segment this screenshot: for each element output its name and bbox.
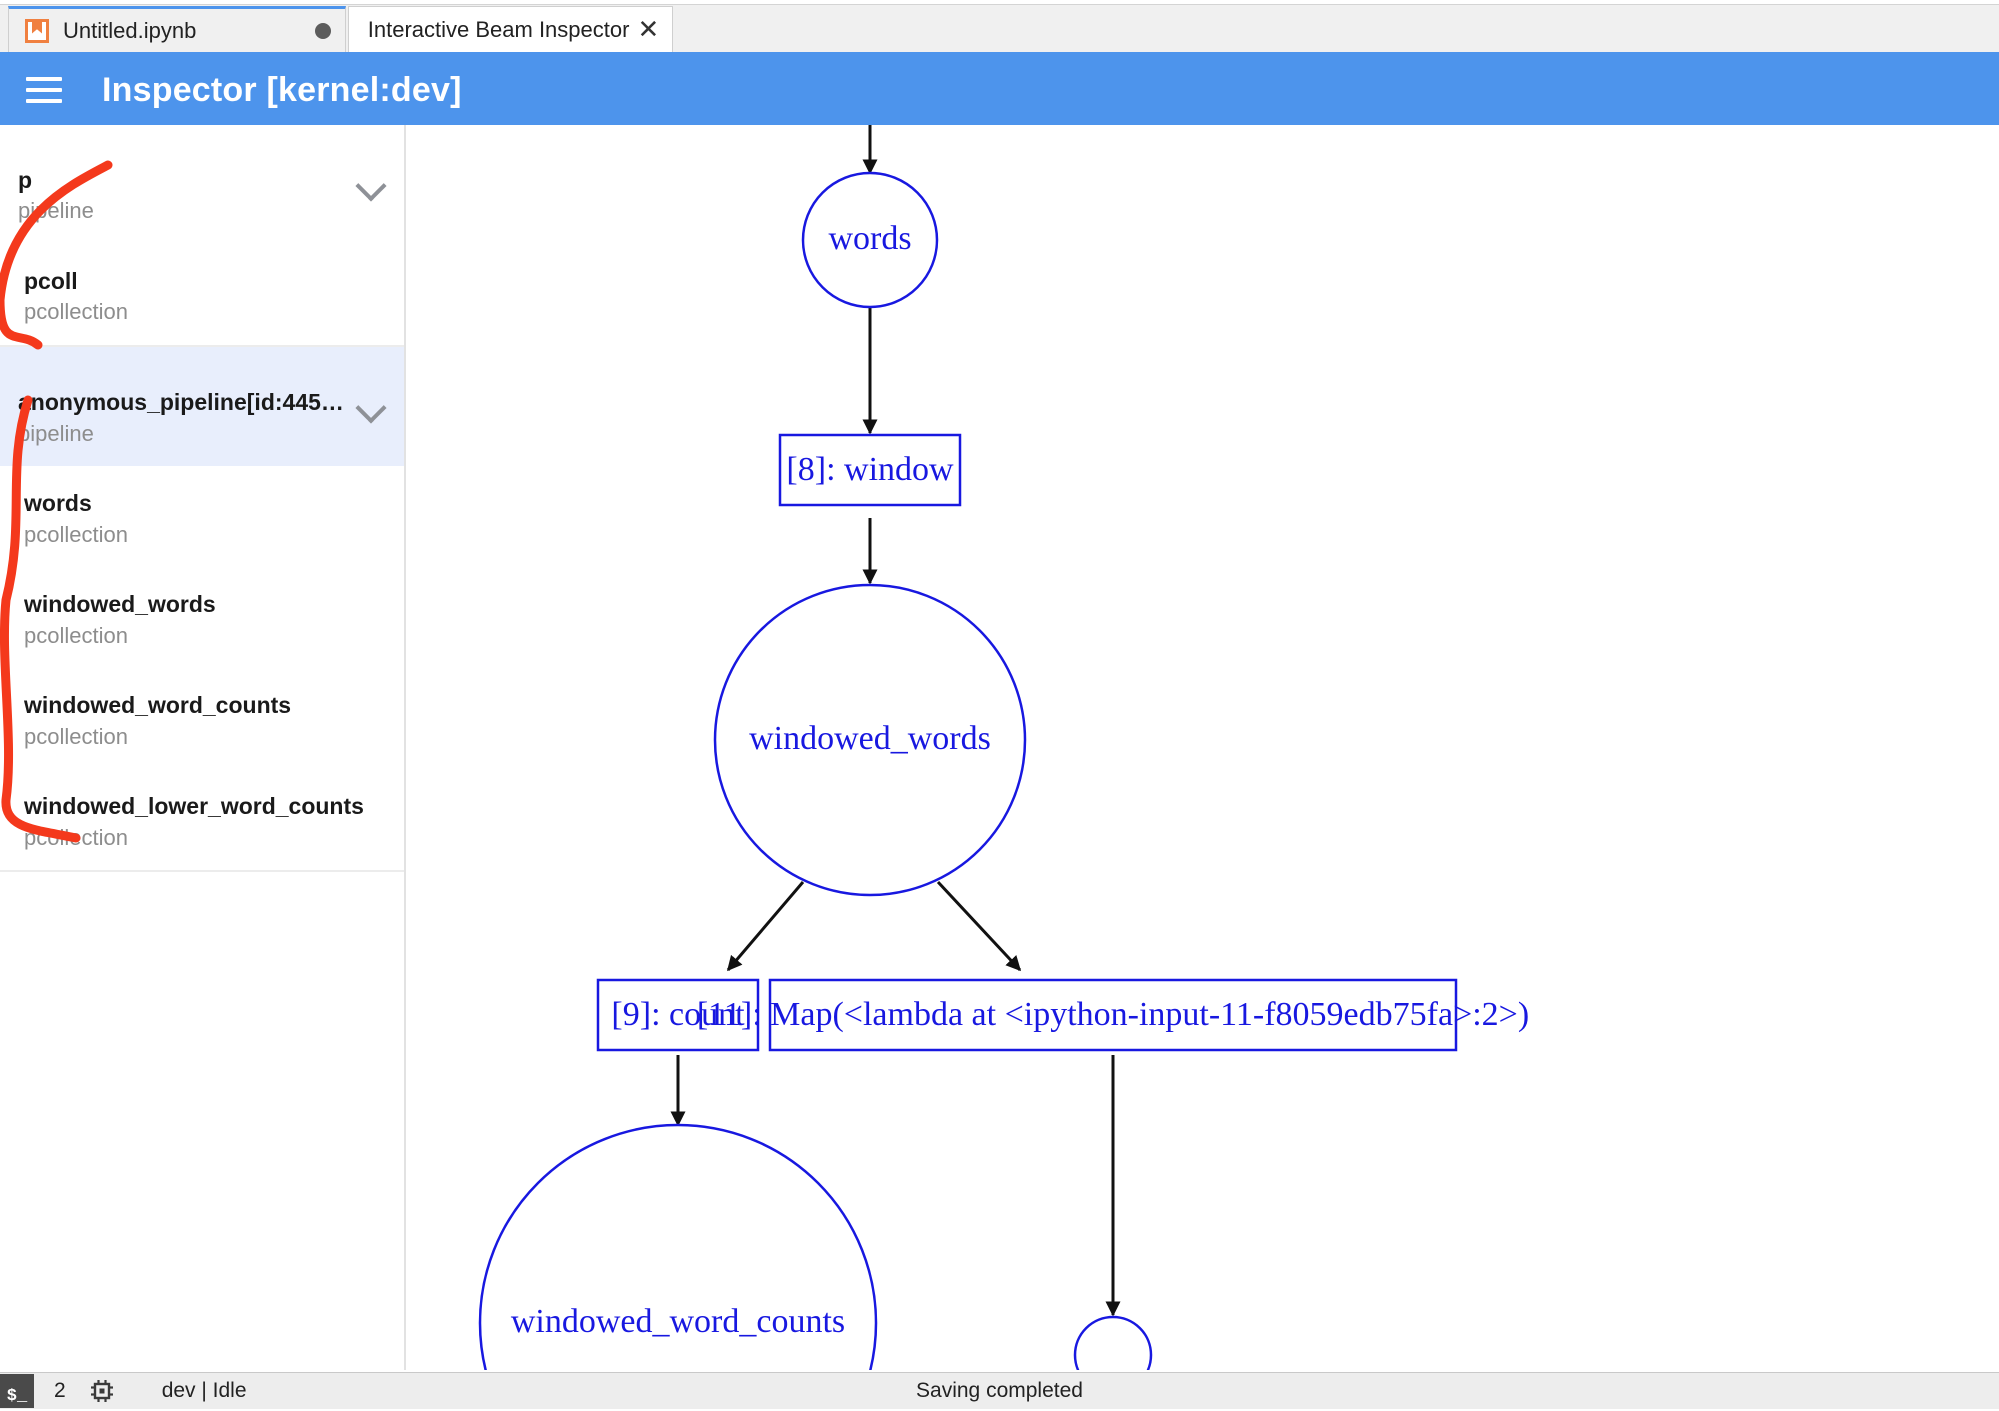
sidebar-item-name: anonymous_pipeline[id:44516…	[18, 389, 344, 416]
sidebar-item-name: words	[24, 490, 92, 517]
sidebar-item-windowed-word-counts[interactable]: windowed_word_counts pcollection	[0, 668, 404, 769]
save-status-text: Saving completed	[916, 1379, 1083, 1402]
graph-node-words[interactable]: words	[801, 171, 939, 309]
sidebar-item-name: p	[18, 167, 33, 193]
edge-windowed-words-to-count	[726, 881, 805, 972]
tab-interactive-beam-inspector[interactable]: Interactive Beam Inspector ✕	[348, 6, 673, 52]
sidebar-item-words[interactable]: words pcollection	[0, 466, 404, 567]
chevron-down-icon[interactable]	[354, 389, 388, 423]
status-bar: Saving completed $_ 2 dev | Idle	[0, 1372, 1999, 1409]
cpu-chip-icon[interactable]	[88, 1377, 116, 1405]
kernel-status-text: dev | Idle	[161, 1379, 247, 1402]
sidebar-item-windowed-lower-word-counts[interactable]: windowed_lower_word_counts pcollection	[0, 769, 404, 870]
sidebar-item-name: windowed_word_counts	[24, 692, 292, 719]
pipeline-group: p pipeline pcoll pcollection	[0, 125, 404, 348]
chevron-down-icon[interactable]	[354, 167, 388, 201]
graph-node-label: [11]: Map(<lambda at <ipython-input-11-f…	[697, 996, 1529, 1033]
pipeline-group: anonymous_pipeline[id:44516… pipeline wo…	[0, 347, 404, 873]
sidebar-item-pipeline-anonymous[interactable]: anonymous_pipeline[id:44516… pipeline	[0, 347, 404, 467]
sidebar-item-name: windowed_lower_word_counts	[24, 793, 364, 820]
graph-node-map[interactable]: [11]: Map(<lambda at <ipython-input-11-f…	[697, 978, 1529, 1052]
tab-bar: Untitled.ipynb Interactive Beam Inspecto…	[0, 0, 1999, 55]
pipeline-graph-svg: words [8]: window windowed_words [9]: co…	[478, 125, 1529, 1370]
tab-label: Interactive Beam Inspector	[367, 16, 630, 42]
graph-node-label: [9]: count	[611, 996, 745, 1033]
graph-node-label: words	[828, 220, 911, 257]
sidebar-item-name: pcoll	[24, 268, 78, 295]
graph-node-label: [8]: window	[786, 451, 954, 488]
edge-windowed-words-to-map	[936, 880, 1022, 972]
graph-node-window[interactable]: [8]: window	[778, 433, 962, 507]
graph-node-count[interactable]: [9]: count	[596, 978, 760, 1052]
sidebar-item-type: pcollection	[24, 521, 128, 547]
terminal-icon[interactable]: $_	[0, 1374, 34, 1408]
tab-bar-topline	[0, 0, 1999, 5]
sidebar-item-pipeline-p[interactable]: p pipeline	[0, 125, 404, 244]
graph-node-label: windowed_words	[749, 720, 991, 757]
sidebar-item-type: pcollection	[24, 824, 128, 850]
tab-label: Untitled.ipynb	[63, 17, 197, 43]
page-title: Inspector [kernel:dev]	[102, 70, 462, 109]
hamburger-icon[interactable]	[26, 77, 62, 103]
inspector-header: Inspector [kernel:dev]	[0, 55, 1999, 125]
notebook-icon	[25, 18, 49, 43]
sidebar-item-type: pcollection	[24, 299, 128, 325]
sidebar-item-type: pcollection	[24, 723, 128, 749]
graph-node-label: windowed_word_counts	[511, 1303, 845, 1340]
close-icon[interactable]: ✕	[637, 14, 660, 45]
sidebar-item-type: pipeline	[18, 420, 94, 446]
pipeline-graph-canvas[interactable]: words [8]: window windowed_words [9]: co…	[408, 125, 1999, 1370]
sidebar-item-type: pipeline	[18, 198, 94, 224]
graph-node-windowed-words[interactable]: windowed_words	[713, 583, 1027, 897]
inspectables-sidebar[interactable]: p pipeline pcoll pcollection anonymous_p…	[0, 125, 406, 1370]
sidebar-item-pcoll[interactable]: pcoll pcollection	[0, 244, 404, 345]
unsaved-dot-icon[interactable]	[315, 22, 331, 39]
tab-untitled-ipynb[interactable]: Untitled.ipynb	[8, 6, 346, 52]
sidebar-item-name: windowed_words	[24, 591, 216, 618]
graph-node-windowed-word-counts[interactable]: windowed_word_counts	[478, 1123, 878, 1370]
graph-node-unnamed[interactable]	[1073, 1315, 1153, 1370]
sidebar-item-type: pcollection	[24, 622, 128, 648]
sidebar-item-windowed-words[interactable]: windowed_words pcollection	[0, 567, 404, 668]
terminal-count: 2	[54, 1379, 66, 1402]
